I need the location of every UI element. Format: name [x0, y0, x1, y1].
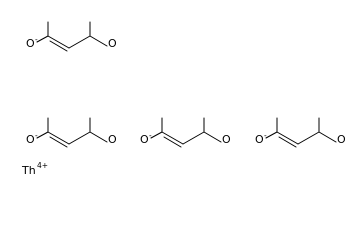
ligand-2: O - O [26, 117, 117, 148]
bond-c3-c4 [297, 131, 320, 145]
bond-c2-enolate-o [150, 131, 163, 139]
bond-c4-carbonyl [318, 131, 337, 143]
double-bond-c2-c3 [49, 40, 68, 52]
bond-c4-carbonyl [89, 131, 108, 143]
bond-c2-c3 [47, 131, 70, 145]
bond-c2-enolate-o [36, 131, 49, 139]
carbonyl-oxygen: O [222, 133, 231, 146]
enolate-charge: - [149, 131, 152, 140]
double-bond-c2-c3 [278, 136, 297, 148]
carbonyl-oxygen: O [108, 133, 117, 146]
bond-c2-c3 [47, 35, 70, 49]
enolate-charge: - [35, 35, 38, 44]
double-bond-c2-c3 [163, 136, 182, 148]
structure-diagram: O - O O - O O - O O - O [21, 21, 346, 177]
bond-c2-c3 [276, 131, 299, 145]
enolate-charge: - [264, 131, 267, 140]
bond-c4-carbonyl [89, 35, 108, 47]
thorium-ion: Th 4+ [21, 161, 48, 177]
carbonyl-oxygen: O [108, 37, 117, 50]
bond-c3-c4 [68, 35, 91, 49]
bond-c2-enolate-o [265, 131, 278, 139]
enolate-oxygen: O [26, 133, 35, 146]
enolate-oxygen: O [255, 133, 264, 146]
carbonyl-oxygen: O [337, 133, 346, 146]
enolate-oxygen: O [140, 133, 149, 146]
bond-c3-c4 [182, 131, 205, 145]
ligand-1: O - O [26, 21, 117, 52]
double-bond-c2-c3 [49, 136, 68, 148]
bond-c2-enolate-o [36, 35, 49, 43]
thorium-charge: 4+ [37, 161, 48, 170]
enolate-charge: - [35, 131, 38, 140]
bond-c4-carbonyl [203, 131, 222, 143]
enolate-oxygen: O [26, 37, 35, 50]
bond-c3-c4 [68, 131, 91, 145]
bond-c2-c3 [161, 131, 184, 145]
thorium-symbol: Th [21, 164, 36, 177]
ligand-3: O - O [140, 117, 231, 148]
ligand-4: O - O [255, 117, 346, 148]
